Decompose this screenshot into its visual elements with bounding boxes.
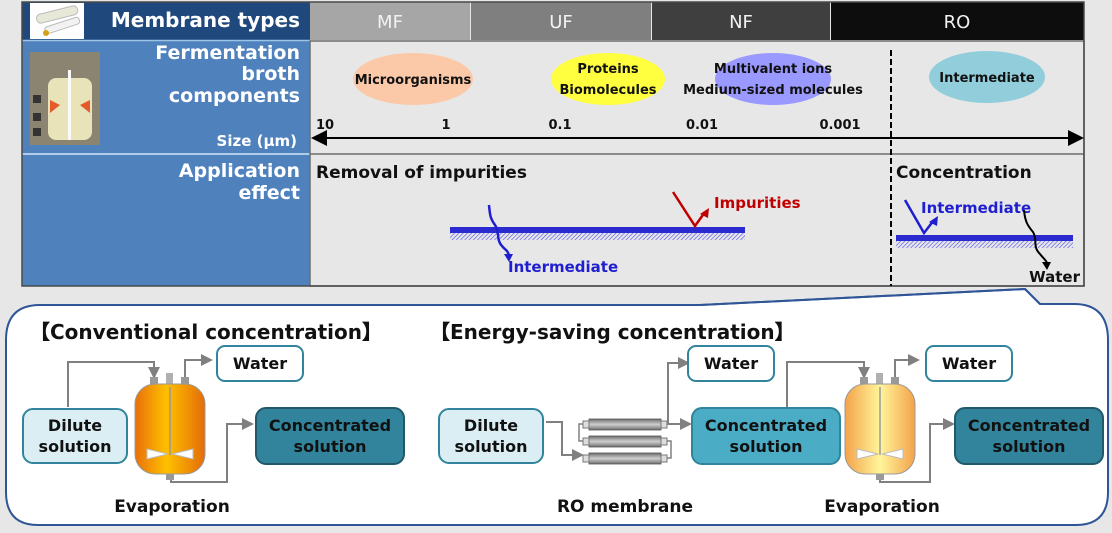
removal-membrane bbox=[450, 227, 745, 240]
microorganisms-label: Microorganisms bbox=[355, 73, 472, 88]
es-feed-pipe bbox=[546, 421, 584, 461]
type-cell-mf bbox=[310, 2, 470, 40]
fermentation-broth-photo bbox=[30, 52, 100, 145]
components-label-line3: components bbox=[169, 85, 300, 107]
conv-water-label: Water bbox=[233, 354, 287, 373]
es-dilute-solution-box bbox=[438, 408, 544, 464]
concentration-membrane bbox=[896, 235, 1073, 248]
conv-dilute-line1: Dilute bbox=[48, 416, 102, 435]
type-cell-ro bbox=[831, 2, 1084, 40]
multivalent-ions-ellipse bbox=[715, 53, 831, 105]
es-water-label-1: Water bbox=[704, 354, 758, 373]
energy-saving-title: 【Energy-saving concentration】 bbox=[430, 320, 795, 344]
intermediate-reflect-arrow bbox=[903, 199, 935, 236]
conventional-process: 【Conventional concentration】 Dilute solu… bbox=[22, 320, 405, 517]
concentration-intermediate-label: Intermediate bbox=[921, 199, 1031, 217]
biomolecules-label: Biomolecules bbox=[559, 83, 656, 98]
es-concentrated-mid-box bbox=[691, 407, 841, 465]
concentration-title: Concentration bbox=[896, 163, 1032, 183]
application-label-line1: Application bbox=[179, 160, 300, 182]
conv-concentrated-line1: Concentrated bbox=[269, 416, 391, 435]
conv-water-box bbox=[216, 345, 304, 382]
application-label-cell bbox=[22, 155, 310, 286]
size-axis: 10 1 0.1 0.01 0.001 bbox=[311, 118, 1084, 146]
membrane-table: Membrane types Fermentation broth compon… bbox=[21, 1, 1085, 287]
application-label-line2: effect bbox=[238, 182, 300, 204]
type-uf-label: UF bbox=[549, 12, 573, 33]
es-concentrated-mid-line1: Concentrated bbox=[705, 416, 827, 435]
type-mf-label: MF bbox=[377, 12, 403, 33]
type-ro-label: RO bbox=[944, 12, 971, 33]
multivalent-ions-label: Multivalent ions bbox=[714, 62, 832, 77]
es-dilute-line1: Dilute bbox=[464, 416, 518, 435]
size-tick-1: 1 bbox=[441, 118, 450, 133]
ro-membrane-modules-icon bbox=[578, 418, 672, 465]
es-concentrated-final-line2: solution bbox=[993, 437, 1066, 456]
conv-concentrated-line2: solution bbox=[294, 437, 367, 456]
es-water-box-2 bbox=[925, 345, 1013, 382]
conv-water-pipe bbox=[184, 354, 213, 381]
proteins-label: Proteins bbox=[577, 62, 639, 77]
components-label-line2: broth bbox=[241, 63, 300, 85]
es-evaporator-tank-icon bbox=[844, 373, 916, 480]
water-pass-arrow bbox=[1023, 209, 1048, 264]
medium-molecules-label: Medium-sized molecules bbox=[683, 83, 863, 98]
es-water-box-1 bbox=[687, 345, 775, 382]
conventional-title: 【Conventional concentration】 bbox=[30, 320, 382, 344]
type-nf-label: NF bbox=[729, 12, 753, 33]
membrane-module-photo bbox=[30, 3, 84, 39]
es-evaporation-caption: Evaporation bbox=[824, 497, 940, 517]
size-unit-label: Size (µm) bbox=[217, 132, 297, 150]
components-label-line1: Fermentation bbox=[155, 42, 300, 64]
microorganisms-ellipse bbox=[353, 53, 473, 105]
size-tick-0-001: 0.001 bbox=[819, 118, 860, 133]
removal-impurities-label: Impurities bbox=[714, 194, 801, 212]
size-tick-0-01: 0.01 bbox=[686, 118, 718, 133]
es-concentrated-mid-line2: solution bbox=[730, 437, 803, 456]
type-cell-uf bbox=[471, 2, 651, 40]
concentration-water-label: Water bbox=[1029, 268, 1080, 286]
conv-feed-pipe bbox=[67, 361, 160, 407]
es-water-label-2: Water bbox=[942, 354, 996, 373]
conv-dilute-solution-box bbox=[22, 408, 128, 464]
size-tick-10: 10 bbox=[316, 118, 334, 133]
es-concentrated-final-line1: Concentrated bbox=[968, 416, 1090, 435]
conv-concentrated-solution-box bbox=[255, 407, 405, 465]
intermediate-ellipse bbox=[929, 51, 1045, 103]
impurities-reflect-arrow bbox=[671, 191, 707, 229]
size-tick-0-1: 0.1 bbox=[548, 118, 571, 133]
intermediate-label: Intermediate bbox=[939, 71, 1035, 86]
es-dilute-line2: solution bbox=[455, 437, 528, 456]
es-concentrated-final-box bbox=[954, 407, 1104, 465]
es-evap-feed-pipe bbox=[786, 361, 870, 408]
es-ro-membrane-caption: RO membrane bbox=[557, 497, 693, 517]
energy-saving-process: 【Energy-saving concentration】 Dilute sol… bbox=[430, 320, 1104, 517]
es-evap-water-pipe bbox=[894, 354, 920, 381]
proteins-ellipse bbox=[551, 53, 665, 105]
membrane-types-label: Membrane types bbox=[111, 8, 300, 32]
removal-intermediate-label: Intermediate bbox=[508, 258, 618, 276]
conv-evaporator-tank-icon bbox=[134, 373, 206, 480]
conv-evaporation-caption: Evaporation bbox=[114, 497, 230, 517]
intermediate-pass-arrow bbox=[487, 204, 511, 257]
removal-title: Removal of impurities bbox=[316, 163, 527, 183]
conv-dilute-line2: solution bbox=[39, 437, 112, 456]
type-cell-nf bbox=[652, 2, 830, 40]
